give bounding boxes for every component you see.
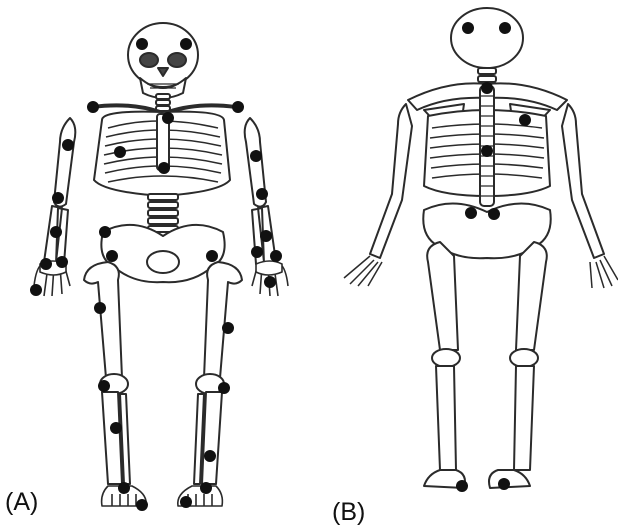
skull-posterior [451,8,523,68]
marker-dot [264,276,276,288]
marker-dot [481,145,493,157]
marker-dot [200,482,212,494]
neck-vertebrae-posterior [478,68,496,82]
marker-dot [98,380,110,392]
marker-dot [462,22,474,34]
leg-left-posterior [427,242,458,350]
marker-dot [499,22,511,34]
marker-dot [204,450,216,462]
shin-right-posterior [514,366,534,470]
marker-dot [222,322,234,334]
femur-left [84,262,122,378]
marker-dot [456,480,468,492]
marker-dot [481,82,493,94]
marker-dot [232,101,244,113]
marker-dot [251,246,263,258]
panel-label-b: (B) [332,500,365,525]
neck-vertebrae [156,94,170,111]
femur-right [204,262,242,378]
marker-dot [260,230,272,242]
marker-dot [56,256,68,268]
knee-left-posterior [432,349,460,367]
marker-dot [180,496,192,508]
marker-dot [118,482,130,494]
skeleton-posterior [344,8,618,488]
skull-anterior [128,23,198,98]
marker-dot [50,226,62,238]
lumbar-spine [148,194,178,232]
marker-dot [180,38,192,50]
tibia-left [102,392,130,484]
marker-dot [136,38,148,50]
marker-dot [206,250,218,262]
marker-dot [52,192,64,204]
marker-dot [519,114,531,126]
skeleton-anterior [34,23,288,506]
marker-dot [218,382,230,394]
marker-dot [94,302,106,314]
arm-left-posterior [370,104,412,258]
marker-dot [488,208,500,220]
marker-dot [136,499,148,511]
marker-dot [498,478,510,490]
marker-dot [40,258,52,270]
marker-dot [110,422,122,434]
marker-dot [256,188,268,200]
marker-dot [158,162,170,174]
hand-left-posterior [344,256,382,286]
arm-right-posterior [562,104,604,258]
marker-dot [250,150,262,162]
shin-left-posterior [436,366,456,470]
knee-right-posterior [510,349,538,367]
panel-label-a: (A) [5,490,38,515]
marker-dot [62,139,74,151]
marker-dot [114,146,126,158]
marker-dot [465,207,477,219]
marker-dot [99,226,111,238]
marker-dot [87,101,99,113]
tibia-right [194,392,222,484]
leg-right-posterior [516,242,547,350]
marker-dot [106,250,118,262]
marker-dot [162,112,174,124]
marker-dot [270,250,282,262]
marker-dot [30,284,42,296]
hand-right-posterior [590,256,618,288]
